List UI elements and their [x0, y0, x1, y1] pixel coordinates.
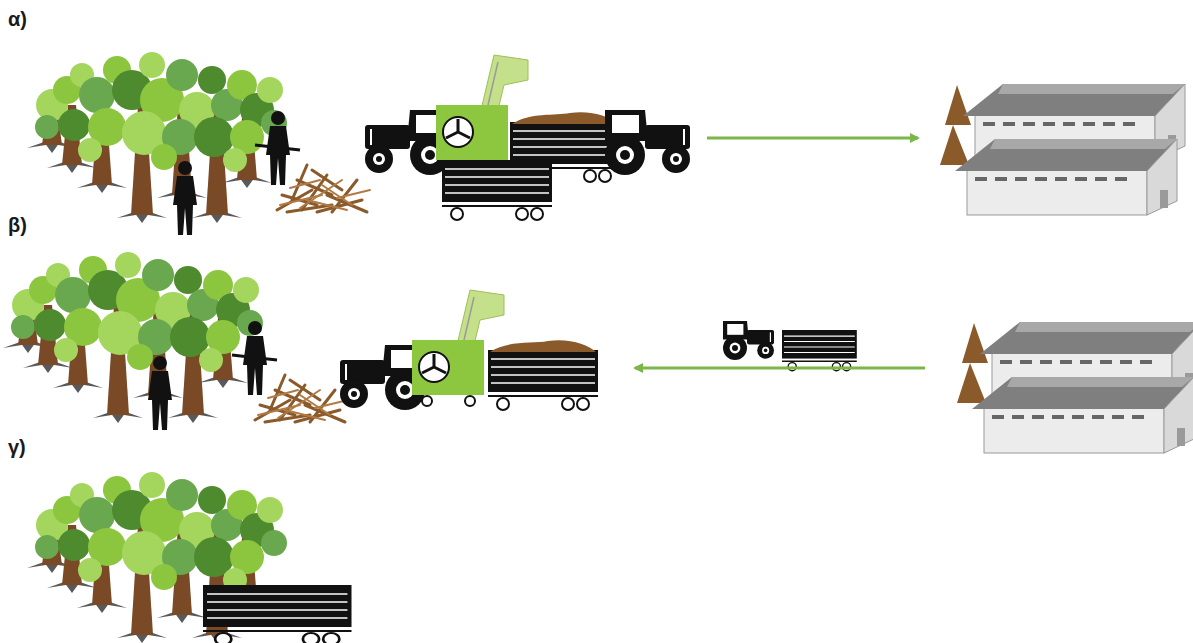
row-label: α) — [8, 8, 27, 31]
row-label: γ) — [8, 436, 26, 459]
row-label: β) — [8, 214, 27, 237]
